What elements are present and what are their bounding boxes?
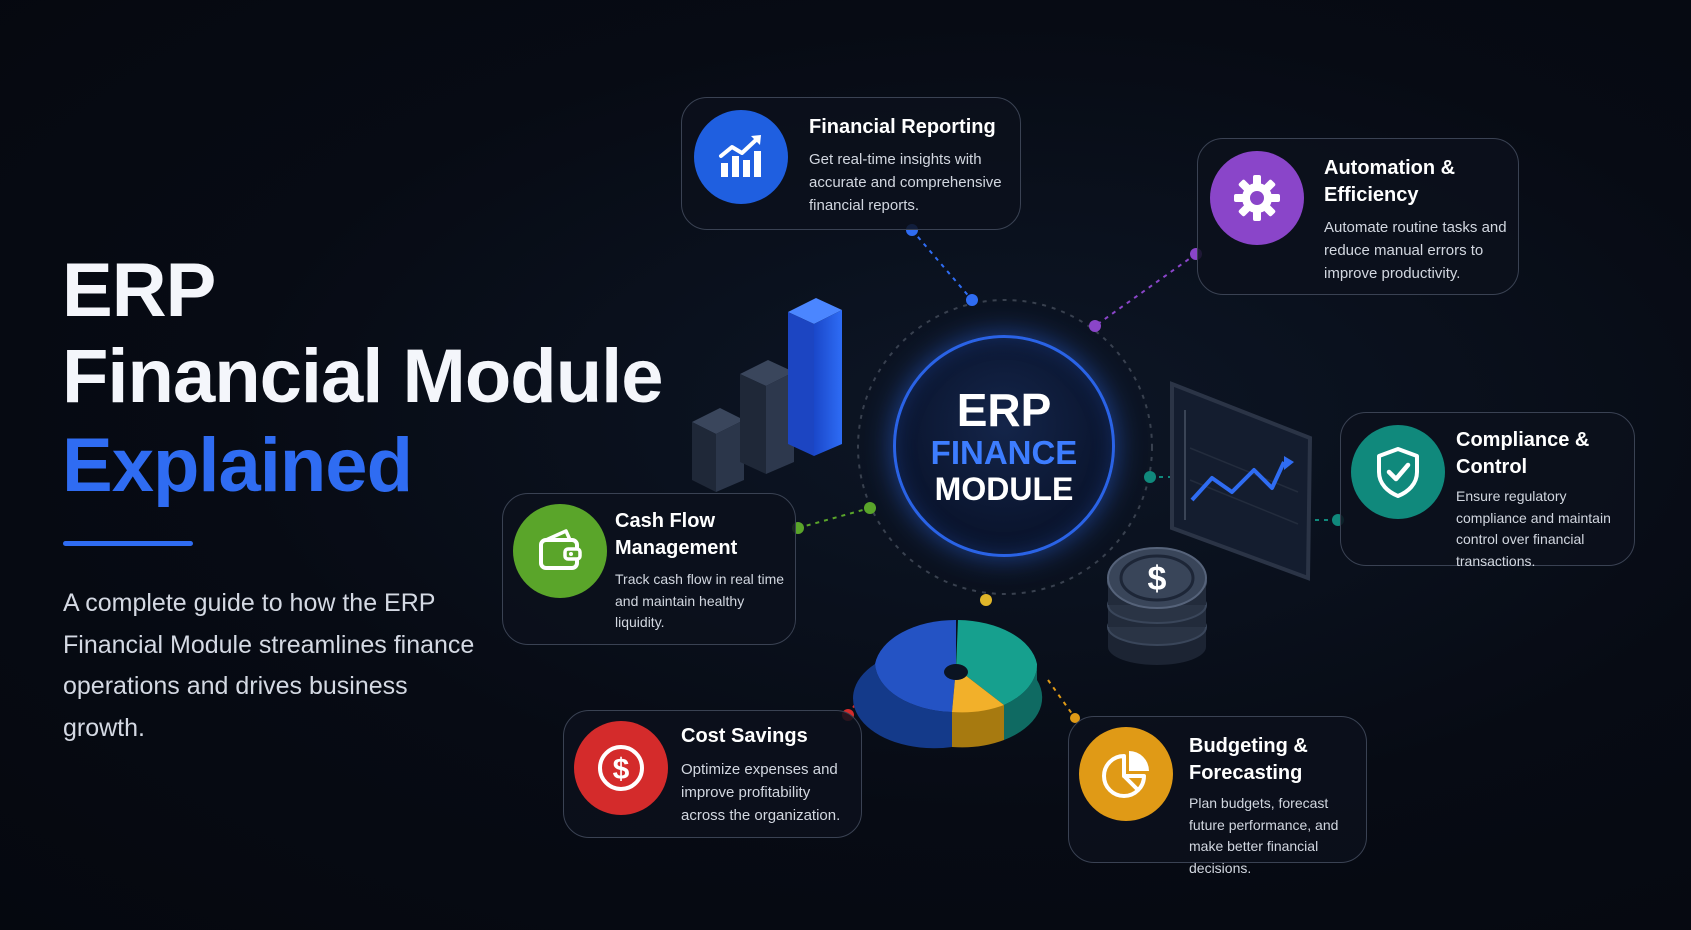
coin-dollar-symbol: $ <box>1148 560 1167 598</box>
compliance-description: Ensure regulatory compliance and maintai… <box>1456 488 1611 569</box>
coin-stack-graphic: $ <box>1107 547 1207 665</box>
financial-reporting-title: Financial Reporting <box>809 116 996 138</box>
page-subtitle: A complete guide to how the ERP Financia… <box>63 589 475 742</box>
connector-budgeting <box>1047 679 1076 719</box>
budgeting-icon-badge <box>1079 727 1173 821</box>
connector-cash-flow <box>797 507 871 529</box>
automation-icon-badge <box>1210 151 1304 245</box>
bar-stack-graphic <box>692 298 842 492</box>
automation-description: Automate routine tasks and reduce manual… <box>1324 219 1507 282</box>
hub-line-1: ERP <box>956 384 1052 436</box>
shield-check-icon <box>1377 447 1419 498</box>
cost-savings-description: Optimize expenses and improve profitabil… <box>681 761 841 824</box>
budgeting-title: Budgeting & Forecasting <box>1189 735 1308 784</box>
page-title: ERP Financial Module Explained <box>62 248 663 512</box>
feature-card-automation-efficiency: Automation & Efficiency Automate routine… <box>1197 138 1519 295</box>
automation-title: Automation & Efficiency <box>1324 157 1456 206</box>
cost-savings-title: Cost Savings <box>681 725 808 747</box>
cash-flow-description: Track cash flow in real time and maintai… <box>615 571 785 630</box>
budgeting-description: Plan budgets, forecast future performanc… <box>1189 795 1339 876</box>
monitor-chart-graphic <box>1170 381 1313 581</box>
hub-line-2: FINANCE <box>930 434 1078 471</box>
svg-text:$: $ <box>613 753 630 786</box>
erp-finance-hub: ERP FINANCE MODULE <box>893 335 1115 557</box>
feature-card-budgeting-forecasting: Budgeting & Forecasting Plan budgets, fo… <box>1068 716 1367 876</box>
financial-reporting-description: Get real-time insights with accurate and… <box>809 151 1002 214</box>
title-underline <box>63 541 193 546</box>
hub-line-3: MODULE <box>934 471 1074 507</box>
feature-card-cash-flow-management: Cash Flow Management Track cash flow in … <box>502 493 796 645</box>
dot-financial-reporting-hub <box>966 294 978 306</box>
dot-budgeting-hub <box>980 594 992 606</box>
cash-flow-title: Cash Flow Management <box>615 510 738 559</box>
financial-reporting-icon-badge <box>694 110 788 204</box>
dot-compliance-hub <box>1144 471 1156 483</box>
gear-icon <box>1234 175 1280 221</box>
cash-flow-icon-badge <box>513 504 607 598</box>
cost-savings-icon-badge: $ <box>574 721 668 815</box>
compliance-icon-badge <box>1351 425 1445 519</box>
orbit-ring <box>857 299 1153 595</box>
connector-financial-reporting <box>911 229 973 301</box>
page-title-line-2: Financial Module <box>62 334 663 419</box>
feature-card-compliance-control: Compliance & Control Ensure regulatory c… <box>1340 412 1635 569</box>
page-title-line-3: Explained <box>62 423 413 508</box>
dot-cash-flow-hub <box>864 502 876 514</box>
pie-graphic <box>853 619 1043 749</box>
feature-card-financial-reporting: Financial Reporting Get real-time insigh… <box>681 97 1021 230</box>
wallet-icon <box>539 529 582 570</box>
connector-automation <box>1094 253 1197 327</box>
page-title-line-1: ERP <box>62 248 216 333</box>
compliance-title: Compliance & Control <box>1456 429 1590 478</box>
pie-chart-icon <box>1102 751 1149 798</box>
dollar-coin-icon: $ <box>598 745 644 791</box>
dot-automation-hub <box>1089 320 1101 332</box>
bar-chart-growth-icon <box>719 135 761 177</box>
feature-card-cost-savings: $ Cost Savings Optimize expenses and imp… <box>563 710 862 838</box>
